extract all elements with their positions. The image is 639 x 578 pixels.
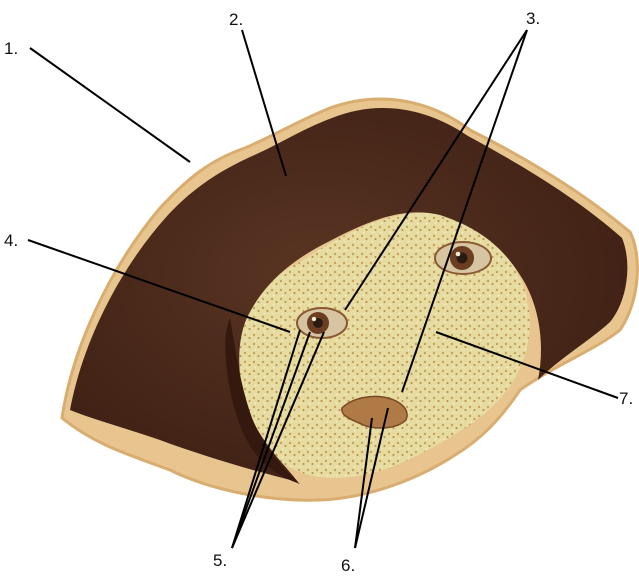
- label-4: 4.: [4, 231, 18, 250]
- label-6: 6.: [341, 556, 355, 573]
- label-5: 5.: [213, 551, 227, 570]
- label-1: 1.: [4, 39, 18, 58]
- label-2: 2.: [229, 10, 243, 29]
- left-eye: [297, 308, 347, 338]
- label-7: 7.: [619, 389, 633, 408]
- label-3: 3.: [526, 9, 540, 28]
- leader-1: [30, 48, 190, 162]
